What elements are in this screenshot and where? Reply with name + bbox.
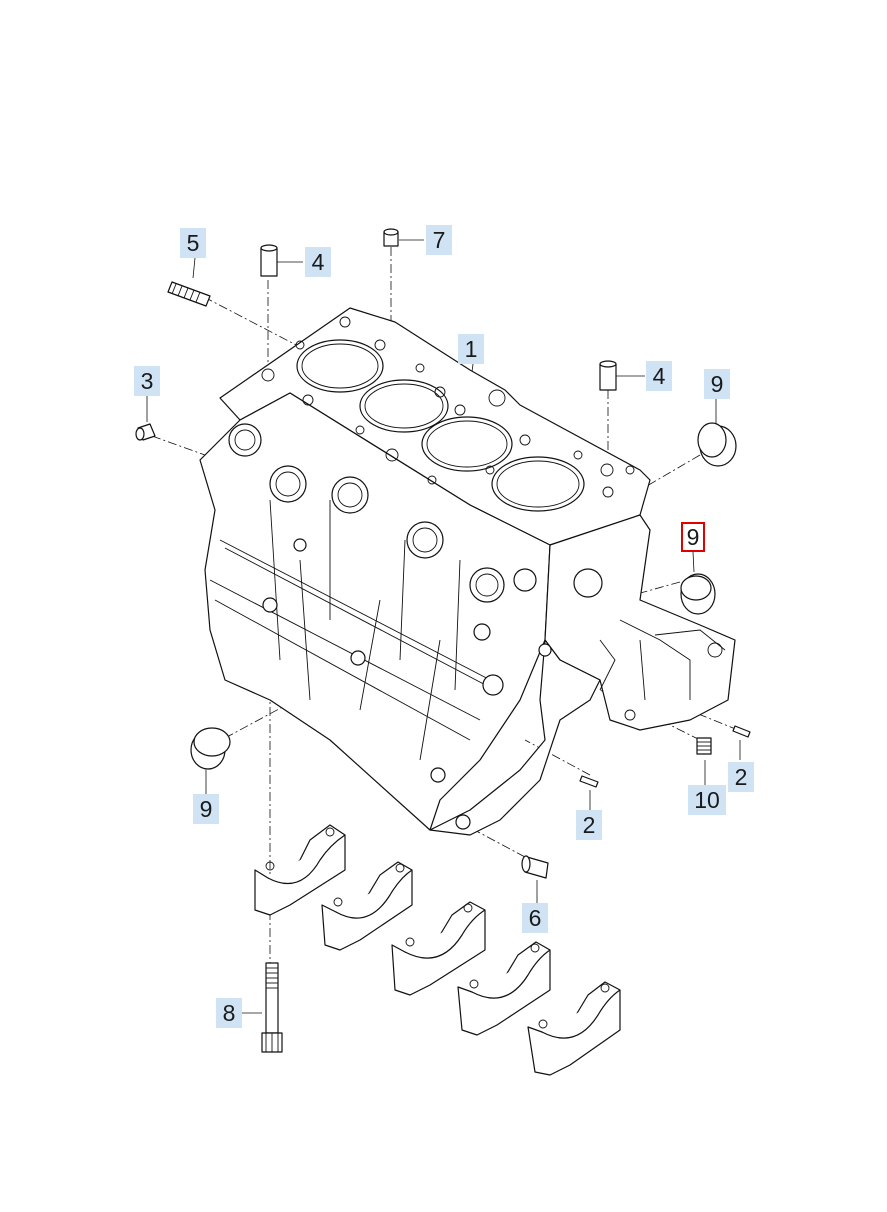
cup-plug-upper — [697, 422, 737, 467]
callout-1[interactable]: 1 — [458, 334, 484, 364]
callout-2[interactable]: 2 — [576, 810, 602, 840]
callout-10[interactable]: 10 — [688, 785, 726, 815]
dowel-pin-right — [732, 725, 751, 738]
oil-jet-plug — [135, 423, 156, 441]
stud-bolt — [167, 281, 211, 307]
callout-9[interactable]: 9 — [704, 369, 730, 399]
callout-8[interactable]: 8 — [216, 998, 242, 1028]
cup-plug-lower — [190, 727, 231, 770]
callout-4[interactable]: 4 — [646, 361, 672, 391]
cup-plug-middle — [680, 573, 716, 615]
callout-6[interactable]: 6 — [522, 903, 548, 933]
callout-9[interactable]: 9 — [193, 794, 219, 824]
callout-4[interactable]: 4 — [305, 247, 331, 277]
callout-9-selected[interactable]: 9 — [681, 522, 705, 552]
sleeve-dowel-top — [383, 228, 399, 247]
sleeve-dowel-lower — [521, 855, 549, 879]
callout-3[interactable]: 3 — [134, 366, 160, 396]
main-bearing-caps — [254, 824, 621, 1076]
drain-plug — [696, 737, 712, 755]
main-cap-bolt — [261, 962, 283, 1053]
callout-2[interactable]: 2 — [728, 762, 754, 792]
sleeve-dowel-left — [260, 244, 278, 277]
sleeve-dowel-right — [599, 360, 617, 391]
dowel-pin-left — [579, 775, 599, 788]
callout-7[interactable]: 7 — [426, 225, 452, 255]
callout-5[interactable]: 5 — [180, 228, 206, 258]
cylinder-block — [199, 307, 736, 836]
